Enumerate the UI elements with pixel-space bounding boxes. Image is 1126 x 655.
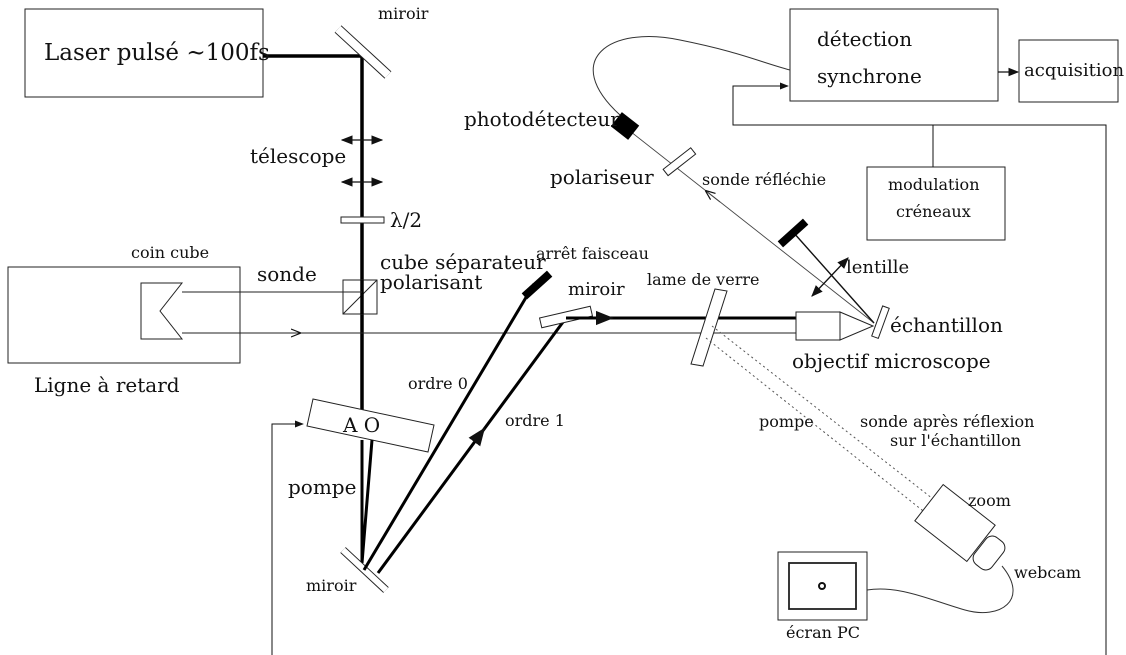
corner-cube (140, 282, 184, 340)
dotted-pump (705, 337, 933, 519)
label-detection-2: synchrone (817, 64, 922, 88)
label-objectif: objectif microscope (792, 349, 991, 373)
label-lentille: lentille (846, 257, 909, 278)
label-modulation-1: modulation (888, 175, 980, 194)
label-miroir-bottom: miroir (306, 576, 357, 595)
label-polariseur: polariseur (550, 165, 654, 189)
modulation-box (866, 166, 1006, 241)
reflected-probe-arrow (706, 191, 721, 203)
label-webcam: webcam (1014, 563, 1081, 582)
label-laser: Laser pulsé ~100fs (44, 40, 270, 66)
label-sonde-apres-1: sonde après réflexion (860, 412, 1034, 431)
sample (871, 305, 890, 340)
label-ecran: écran PC (786, 623, 860, 642)
reflected-probe (625, 127, 875, 324)
lentille-lens (811, 257, 849, 297)
label-miroir-mid: miroir (568, 279, 625, 300)
glass-slide (690, 288, 728, 367)
laser-beam (263, 54, 364, 418)
beam-stop (521, 270, 553, 300)
label-pompe-right: pompe (759, 412, 814, 431)
label-cube-sep-2: polarisant (380, 270, 482, 294)
order1-arrow (468, 427, 486, 449)
label-detection-1: détection (817, 27, 912, 51)
label-sonde-reflechie: sonde réfléchie (702, 170, 826, 189)
photodetector-cable (592, 36, 791, 116)
webcam-cable (866, 565, 1014, 614)
pc-screen-dot (818, 582, 826, 590)
modulation-to-ao (271, 124, 1107, 655)
objective-tip (839, 311, 875, 341)
pump-beam-0 (360, 439, 374, 564)
label-echantillon: échantillon (890, 313, 1003, 337)
label-ordre0: ordre 0 (408, 374, 468, 393)
label-sonde-apres-2: sur l'échantillon (890, 431, 1021, 450)
label-zoom: zoom (968, 491, 1011, 510)
beam-splitter-diagonal (342, 279, 378, 315)
polarizer (662, 147, 697, 177)
webcam-body (914, 483, 996, 563)
laser-box (24, 8, 264, 98)
label-miroir-top: miroir (378, 4, 429, 23)
acquisition-box (1018, 39, 1119, 103)
label-ordre1: ordre 1 (505, 411, 565, 430)
label-acquisition: acquisition (1024, 60, 1125, 81)
label-arret-faisceau: arrêt faisceau (536, 244, 649, 263)
label-photodetecteur: photodétecteur (464, 107, 620, 131)
half-wave-plate (340, 216, 385, 224)
mirror-top-fill (335, 26, 391, 78)
label-lambda2: λ/2 (390, 208, 422, 232)
label-ao: A O (342, 413, 380, 437)
label-pompe-left: pompe (288, 475, 356, 499)
label-ligne-retard: Ligne à retard (34, 373, 180, 397)
label-telescope: télescope (250, 144, 346, 168)
modulation-link (732, 82, 934, 167)
dotted-probe (711, 325, 943, 507)
lockin-box (789, 8, 999, 102)
delay-line-box (7, 266, 241, 364)
webcam-lens (972, 535, 1006, 571)
label-modulation-2: créneaux (896, 202, 971, 221)
photodetector (610, 112, 640, 140)
order0-beam (362, 283, 536, 571)
label-lame-verre: lame de verre (647, 270, 759, 289)
beam-stop-right (777, 218, 809, 248)
label-sonde: sonde (257, 262, 317, 286)
label-cube-sep-1: cube séparateur (380, 250, 546, 274)
objective-body (795, 311, 841, 341)
label-coin-cube: coin cube (131, 243, 209, 262)
